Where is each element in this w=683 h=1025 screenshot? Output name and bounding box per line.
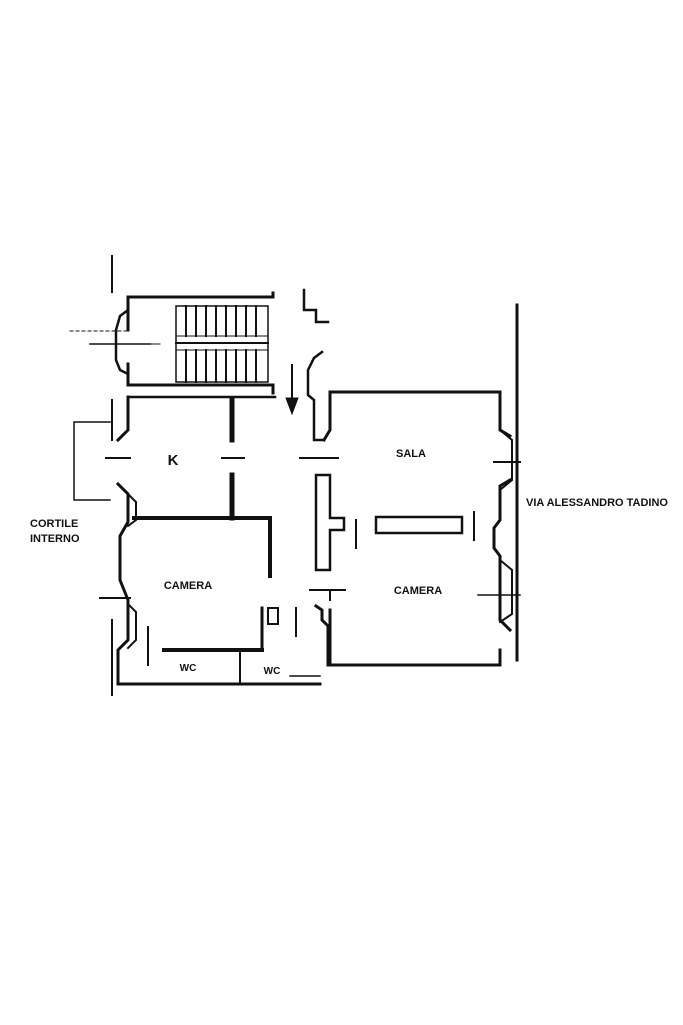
kitchen-walls [105, 395, 339, 578]
bedroom-right-label: CAMERA [394, 585, 442, 597]
central-partition [314, 473, 475, 572]
courtyard-outline [73, 421, 111, 501]
living-room-label: SALA [396, 448, 426, 460]
entrance-walls [302, 288, 330, 442]
entrance-arrow [285, 364, 299, 416]
bedroom-left-label: CAMERA [164, 580, 212, 592]
kitchen-label: K [168, 452, 179, 469]
left-facade [115, 395, 137, 686]
street-label: VIA ALESSANDRO TADINO [526, 497, 668, 509]
wc-right-label: WC [264, 666, 281, 677]
staircase [69, 291, 275, 395]
right-walls [309, 390, 521, 667]
bedroom-wc-walls [99, 597, 330, 686]
wc-left-label: WC [180, 663, 197, 674]
courtyard-label-line2: INTERNO [30, 533, 80, 545]
courtyard-label-line1: CORTILE [30, 518, 78, 530]
